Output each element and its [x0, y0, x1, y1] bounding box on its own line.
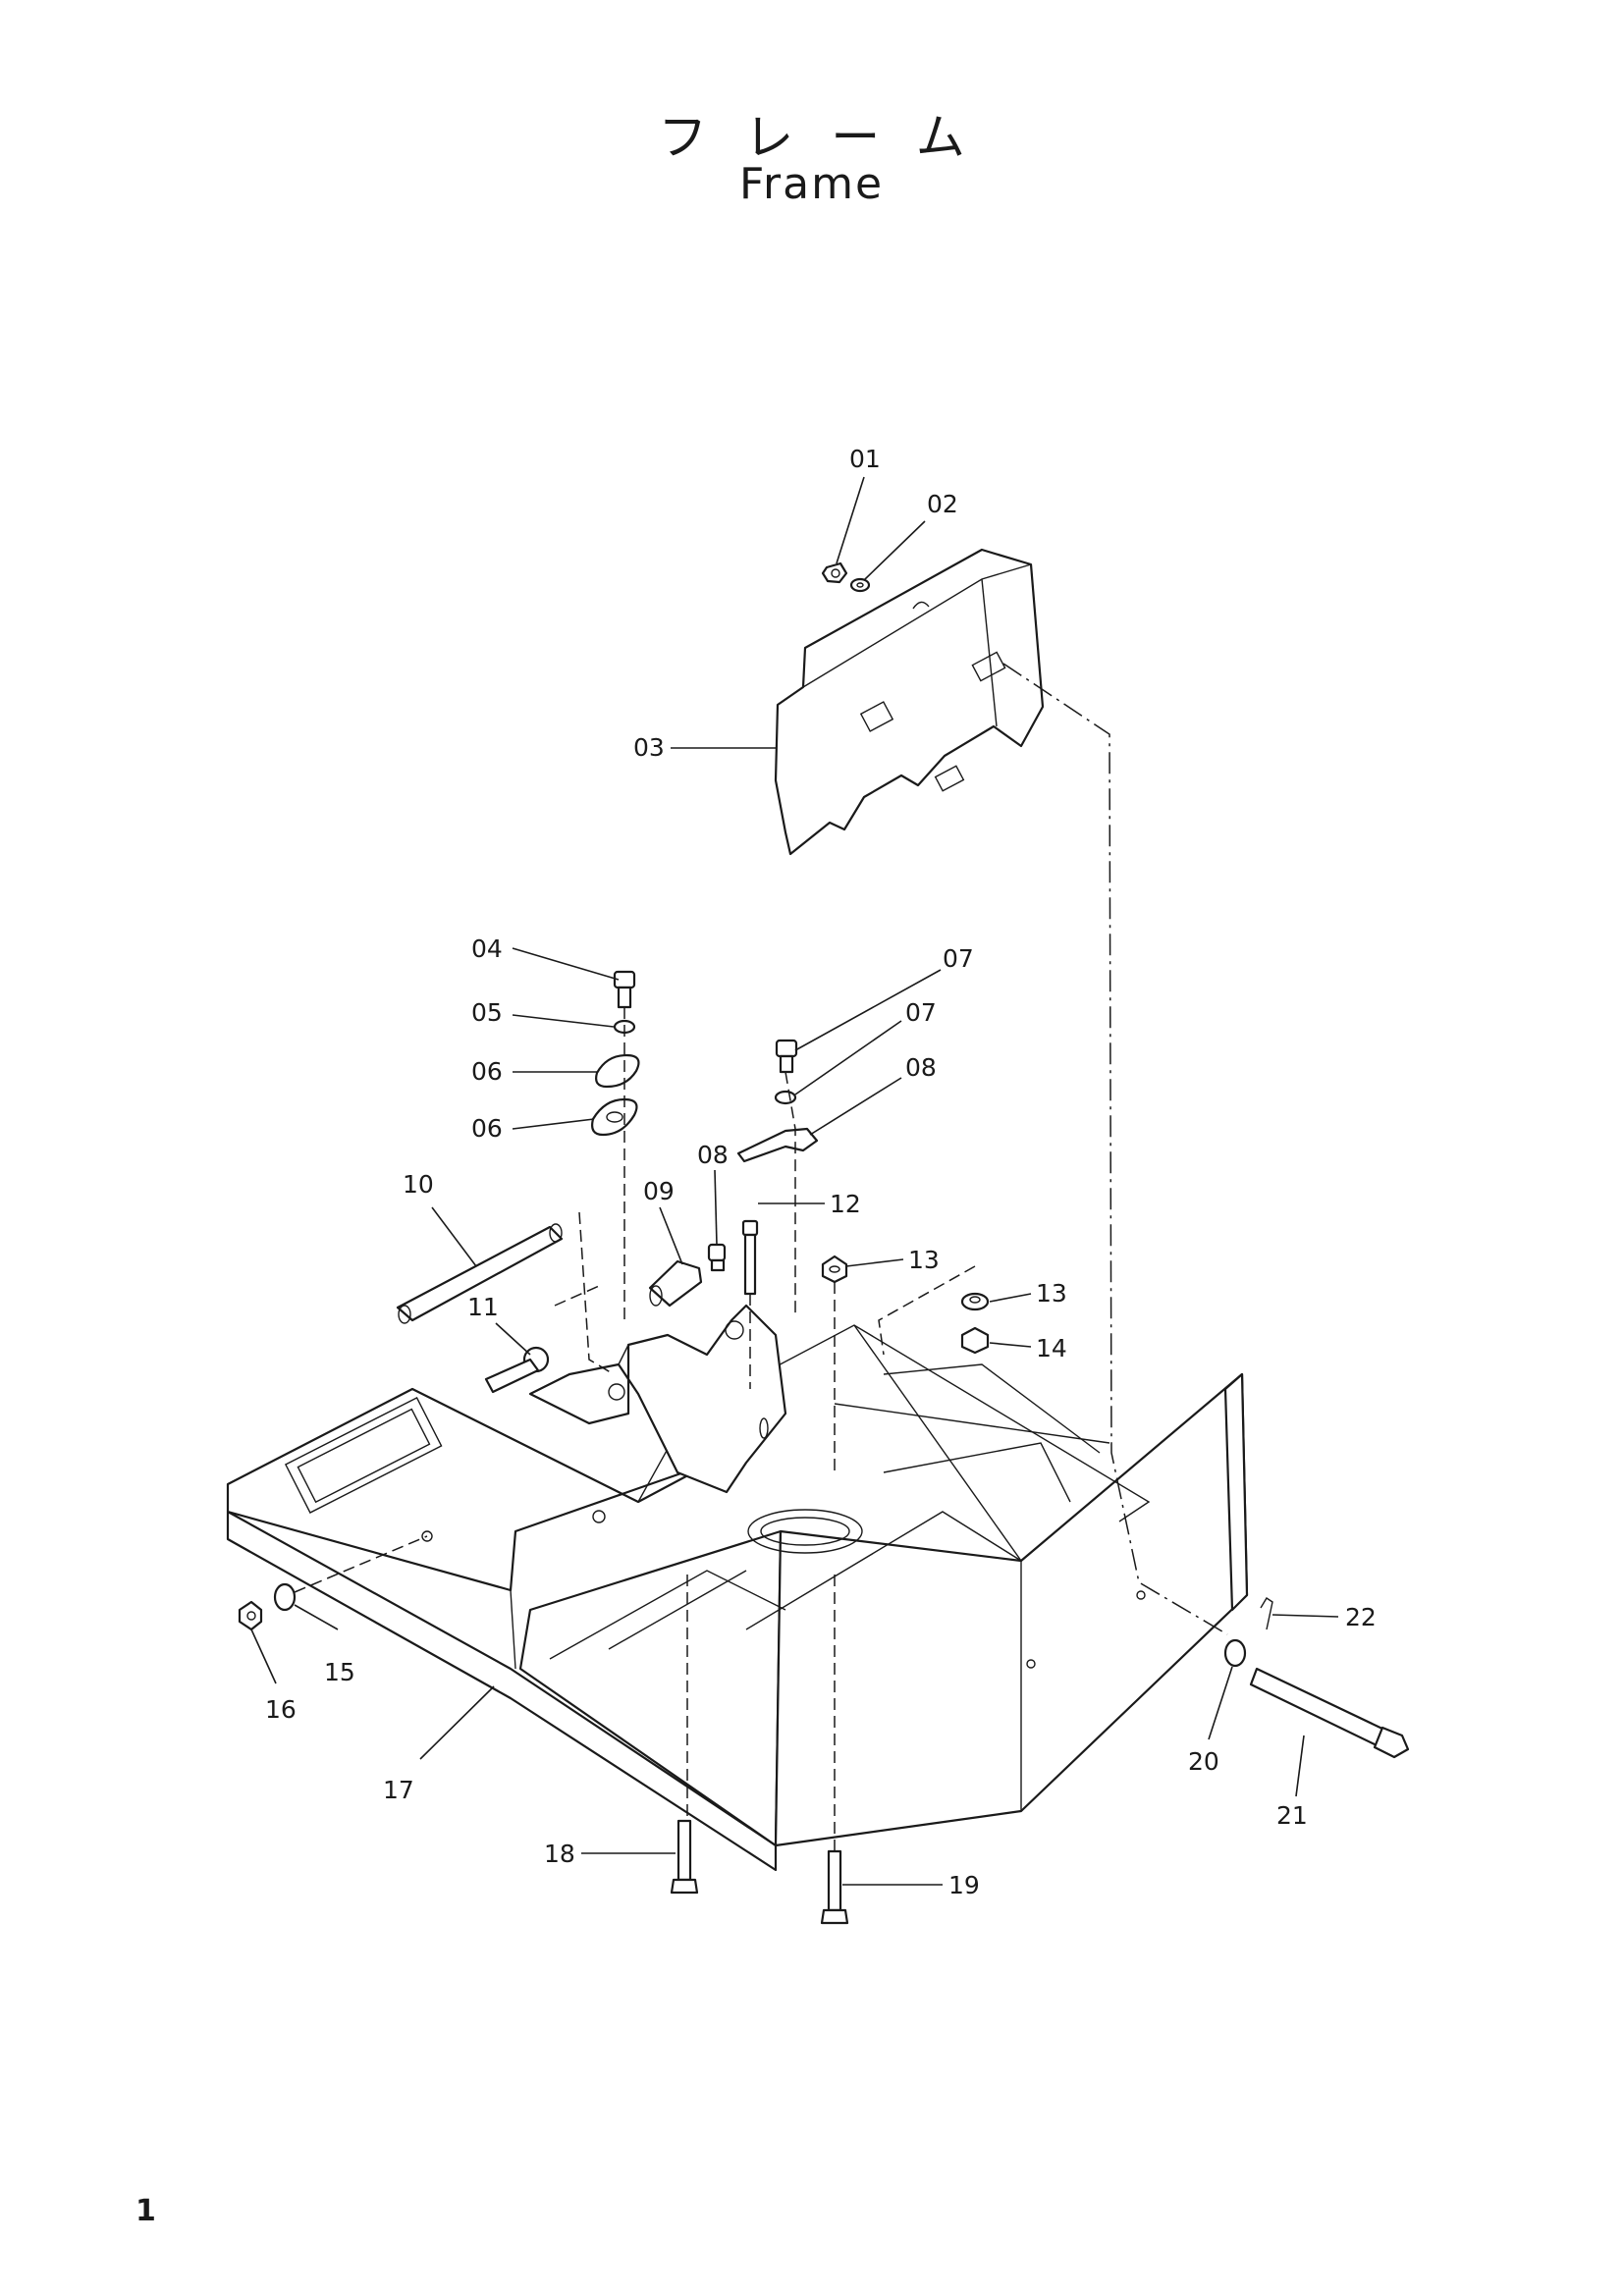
leader-lines	[250, 476, 1339, 1886]
bolt-03-part	[820, 1849, 849, 1925]
page-title-english: Frame	[738, 159, 885, 209]
callout-13-top: 02	[927, 490, 958, 518]
callout-22: 07	[905, 998, 937, 1027]
nut-08-left-part	[238, 1600, 263, 1631]
callout-11: 03	[633, 733, 665, 762]
bolt-06-left-part	[484, 1346, 550, 1394]
lever-20-part	[736, 1127, 819, 1163]
callout-02: 18	[544, 1840, 575, 1868]
pin-15-part	[1260, 1597, 1273, 1630]
callout-16: 06	[471, 1057, 503, 1086]
callout-07-left: 15	[324, 1658, 355, 1686]
callout-labels: 01 02 03 04 05 06 06 07 07 08 08 09 10 1…	[265, 445, 1377, 1899]
callout-01: 17	[383, 1776, 414, 1804]
washer-07-left-part	[273, 1582, 297, 1612]
plate-16-part	[595, 1053, 640, 1089]
nut-14-part	[821, 561, 848, 584]
bolt-06-upper-part	[741, 1219, 759, 1296]
callout-20: 08	[905, 1053, 937, 1082]
callout-19: 05	[471, 998, 503, 1027]
nut-08-right-part	[960, 1326, 990, 1355]
callout-09: 08	[697, 1141, 729, 1169]
callout-05: 10	[403, 1170, 434, 1199]
page-number: 1	[135, 2194, 156, 2228]
pin-10-part	[648, 1259, 703, 1308]
callout-06-left: 11	[467, 1293, 499, 1321]
main-frame-part	[226, 1304, 1249, 1872]
callout-07-right: 13	[1036, 1279, 1067, 1308]
bolt-02-part	[670, 1819, 699, 1895]
callout-12: 21	[1276, 1801, 1308, 1830]
washer-13-lower-part	[1223, 1638, 1247, 1668]
assembly-guides	[294, 663, 1228, 1851]
callout-21: 07	[943, 944, 974, 973]
nut-04-part	[821, 1255, 848, 1284]
pin-05-part	[396, 1223, 564, 1324]
callout-10: 09	[643, 1177, 675, 1205]
bolt-21-part	[775, 1039, 798, 1074]
page-title-japanese: フレーム	[658, 109, 1002, 166]
plate-17-part	[591, 1097, 638, 1137]
callout-03: 19	[948, 1871, 980, 1899]
callout-17: 06	[471, 1114, 503, 1143]
washer-07-right-part	[960, 1292, 990, 1311]
callout-08-left: 16	[265, 1695, 297, 1724]
bolt-18-part	[613, 970, 636, 1009]
callout-18: 04	[471, 934, 503, 963]
callout-04: 13	[908, 1246, 940, 1274]
fitting-09-part	[707, 1243, 727, 1272]
washer-22-part	[774, 1090, 797, 1105]
washer-13-top-part	[849, 577, 871, 593]
callout-13-lower: 20	[1188, 1747, 1219, 1776]
bolt-12-part	[1249, 1667, 1410, 1759]
callout-14: 01	[849, 445, 881, 473]
callout-15: 22	[1345, 1603, 1377, 1631]
counterweight-part	[774, 548, 1045, 856]
callout-08-right: 14	[1036, 1334, 1067, 1362]
callout-06-upper: 12	[830, 1190, 861, 1218]
